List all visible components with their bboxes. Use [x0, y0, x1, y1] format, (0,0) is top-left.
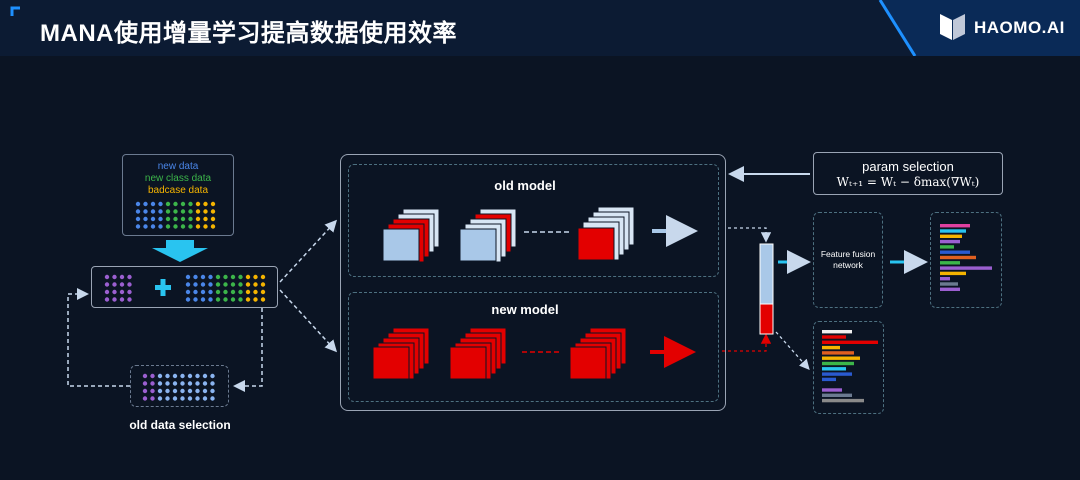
class-output-box — [813, 321, 884, 414]
new-model-label: new model — [491, 302, 559, 317]
fused-output-box — [930, 212, 1002, 308]
haomo-logo-icon — [940, 14, 965, 40]
legend-new-data: new data — [157, 161, 199, 172]
new-layer-1 — [372, 327, 430, 380]
class-output-bars — [822, 330, 878, 403]
param-selection-box — [813, 152, 1003, 195]
down-arrow-icon — [152, 240, 208, 262]
loop-arrow-up — [67, 288, 130, 387]
feature-fusion-box — [813, 212, 883, 308]
loop-arrow-down — [233, 308, 263, 392]
feature-fusion-label: Feature fusion network — [820, 249, 876, 270]
arrow-to-class-output — [775, 331, 810, 370]
logo-text: HAOMO.AI — [974, 18, 1065, 37]
param-formula: Wₜ₊₁ = Wₜ − δmax(∇Wₜ) — [836, 175, 980, 189]
new-data-legend-box: new data new class data badcase data — [122, 154, 234, 236]
new-layer-2 — [449, 327, 507, 380]
old-model-box — [348, 164, 719, 277]
old-model-label: old model — [494, 178, 556, 193]
merged-new-dot-grid — [185, 274, 266, 302]
old-model-layers — [382, 206, 698, 263]
header-decoration — [10, 0, 1080, 56]
model-container — [340, 154, 726, 411]
legend-new-class-data: new class data — [144, 173, 212, 184]
param-selection-label: param selection — [862, 159, 954, 174]
arrow-to-new-model — [279, 289, 338, 353]
old-layer-3 — [577, 206, 635, 261]
legend-dot-grid — [135, 201, 216, 229]
old-data-selection-label: old data selection — [129, 418, 231, 432]
old-layer-1 — [382, 208, 440, 263]
old-data-selection-box — [130, 365, 229, 407]
feature-vector-bar — [759, 243, 774, 305]
new-model-layers — [372, 327, 696, 380]
merged-data-box — [91, 266, 278, 308]
legend-badcase-data: badcase data — [147, 185, 209, 196]
arrow-to-old-model — [279, 219, 338, 283]
new-layer-3 — [569, 327, 627, 380]
fused-output-bars — [940, 224, 992, 291]
old-layer-2 — [459, 208, 517, 263]
merged-old-dot-grid — [104, 274, 132, 302]
new-model-box — [348, 292, 719, 402]
page-title: MANA使用增量学习提高数据使用效率 — [40, 20, 457, 47]
old-selection-dot-grid — [142, 373, 215, 401]
